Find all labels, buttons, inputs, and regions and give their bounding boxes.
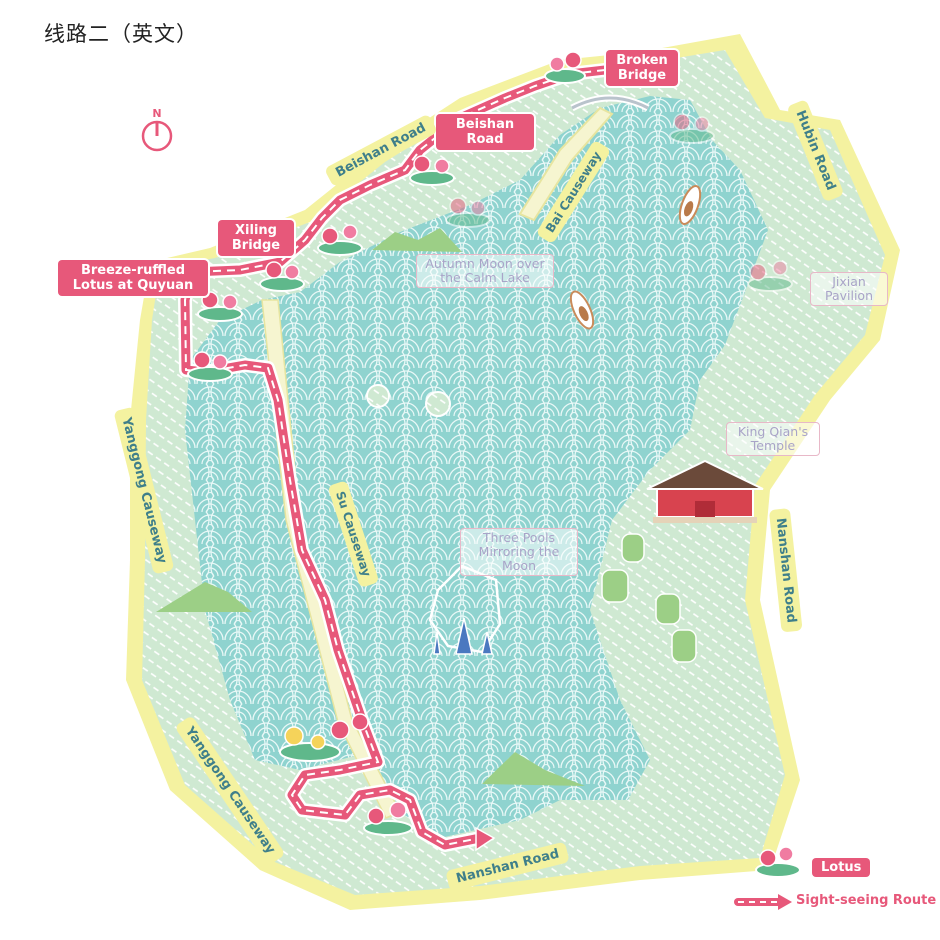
lotus-icon: [197, 291, 243, 322]
compass-label: N: [152, 107, 161, 120]
page-title: 线路二（英文）: [44, 22, 198, 46]
label-autumn-moon[interactable]: Autumn Moon over the Calm Lake: [416, 254, 554, 288]
lotus-icon: [544, 51, 586, 84]
lotus-icon: [317, 224, 363, 256]
broken-bridge-icon: [570, 94, 650, 112]
label-king-qian-temple[interactable]: King Qian's Temple: [726, 422, 820, 456]
route-end-arrow-icon: [475, 826, 496, 852]
hill: [482, 752, 585, 786]
hill: [372, 228, 462, 252]
lotus-icon: [409, 155, 455, 186]
hill: [156, 582, 252, 612]
label-jixian-pavilion[interactable]: Jixian Pavilion: [810, 272, 888, 306]
lotus-icon: [279, 713, 369, 762]
pagoda-icon: [433, 617, 493, 655]
lotus-icon: [187, 351, 233, 382]
temple-icon: [646, 459, 764, 523]
lotus-icon-faded: [445, 197, 491, 228]
label-beishan-road-stop[interactable]: Beishan Road: [436, 114, 534, 150]
lotus-icon-faded: [747, 260, 793, 292]
bai-causeway-land: [518, 106, 614, 222]
lotus-icon: [363, 801, 413, 836]
sightseeing-route-dashes: [183, 69, 606, 847]
legend-lotus-icon: [755, 846, 801, 878]
label-quyuan[interactable]: Breeze-ruffled Lotus at Quyuan: [58, 260, 208, 296]
boat-icon: [678, 185, 702, 225]
small-island: [425, 391, 451, 417]
label-three-pools[interactable]: Three Pools Mirroring the Moon: [460, 528, 578, 576]
north-compass-icon: N: [141, 107, 173, 152]
legend-lotus-label: Lotus: [812, 858, 871, 877]
legend-route-label: Sight-seeing Route: [796, 893, 937, 908]
lotus-icon: [259, 261, 305, 292]
label-broken-bridge[interactable]: Broken Bridge: [606, 50, 678, 86]
small-island: [366, 384, 390, 408]
label-xiling-bridge[interactable]: Xiling Bridge: [218, 220, 294, 256]
legend-route-arrow-icon: [734, 894, 792, 910]
tree-icon: [601, 533, 697, 663]
lotus-icon-faded: [669, 113, 715, 144]
boat-icon: [569, 290, 595, 330]
